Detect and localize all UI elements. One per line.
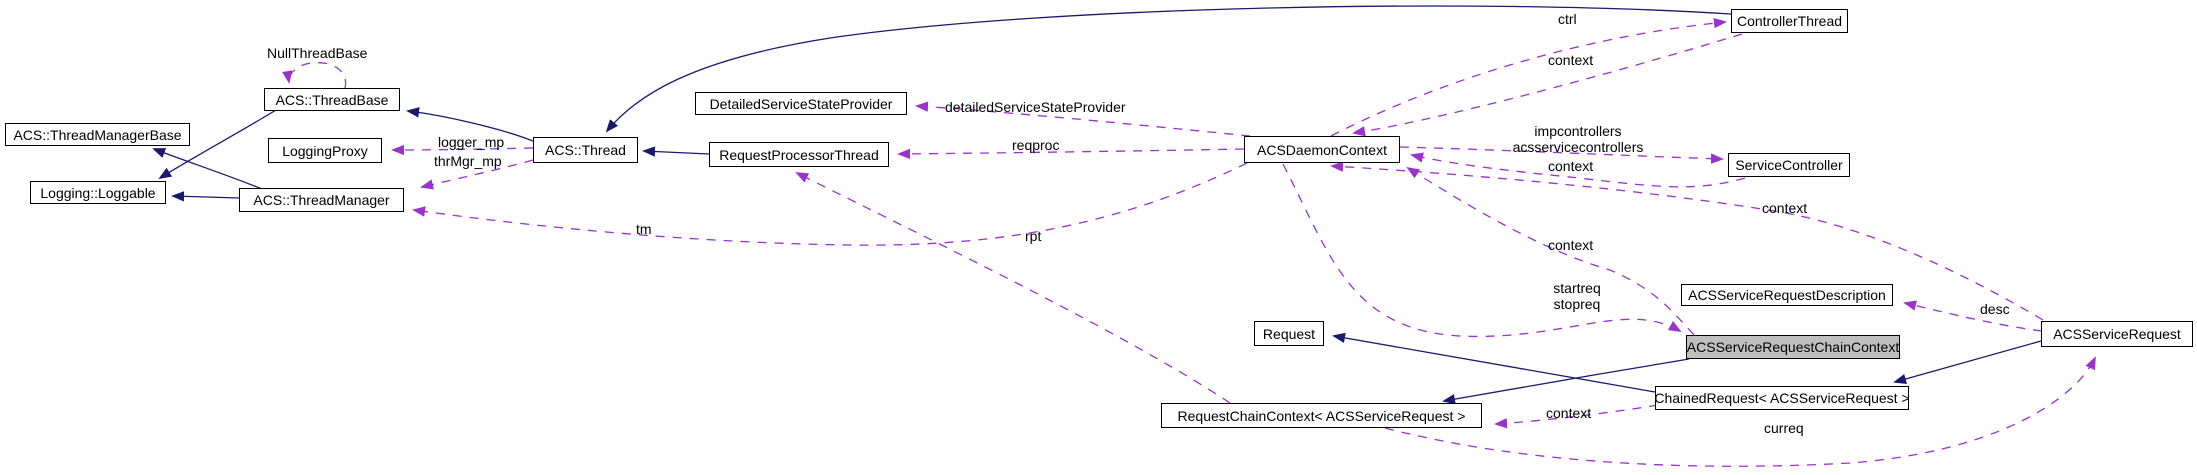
edge-nullthreadbase-selfloop [282,61,347,89]
edge-curreq [1384,356,2096,467]
edge-reqproc [897,148,1245,160]
edge-label-line: impcontrollers [1534,123,1622,139]
edge-label-logger-mp: logger_mp [438,134,505,150]
node-logging-loggable[interactable]: Logging::Loggable [30,181,166,204]
node-acs-service-request-chain-context[interactable]: ACSServiceRequestChainContext [1686,335,1900,359]
edge-context-chainedrequest [1494,404,1659,429]
node-request[interactable]: Request [1254,321,1324,346]
edge-label-rpt: rpt [1025,228,1042,244]
edge-detailedservicestateprovider [915,101,1251,137]
node-logging-proxy[interactable]: LoggingProxy [268,138,382,163]
edge-label-nullthreadbase: NullThreadBase [267,45,368,61]
node-acs-thread-manager-base[interactable]: ACS::ThreadManagerBase [5,123,190,146]
edge-chainedrequest-to-request [1332,332,1656,393]
node-controller-thread[interactable]: ControllerThread [1731,9,1848,33]
node-service-controller[interactable]: ServiceController [1728,153,1850,177]
edge-controllerthread-to-acsthread [605,5,1732,133]
edge-ctrl [1330,17,1727,137]
edge-acsthread-to-threadbase [406,107,534,142]
edge-label-context-chainedrequest: context [1546,405,1592,421]
edge-thrmgr-mp [420,159,534,190]
edge-context-acsservicerequest [1330,161,2044,321]
edge-logger-mp [391,144,534,156]
edge-label-line: acsservicecontrollers [1512,138,1644,155]
edge-threadbase-to-loggable [158,109,277,180]
node-chained-request[interactable]: ChainedRequest< ACSServiceRequest > [1654,386,1910,410]
edge-label-context-servicecontroller: context [1548,158,1594,174]
edge-label-line: startreq [1553,280,1601,296]
node-acs-thread[interactable]: ACS::Thread [533,137,638,163]
edge-threadmanager-to-threadmanagerbase [152,148,263,190]
edge-label-detailedservicestateprovider: detailedServiceStateProvider [945,99,1126,115]
node-detailed-service-state-provider[interactable]: DetailedServiceStateProvider [695,92,907,115]
edge-desc [1903,300,2043,332]
edge-label-tm: tm [636,221,652,237]
edge-label-desc: desc [1980,301,2010,317]
edge-requestprocessorthread-to-acsthread [642,146,710,157]
node-acs-service-request-description[interactable]: ACSServiceRequestDescription [1681,284,1893,306]
edge-rpt [795,172,1231,404]
node-acs-thread-base[interactable]: ACS::ThreadBase [264,88,400,111]
node-acs-thread-manager[interactable]: ACS::ThreadManager [239,188,404,212]
edge-label-thrmgr-mp: thrMgr_mp [434,153,502,169]
edge-threadmanager-to-loggable [171,191,240,202]
edge-label-context-chaincontext: context [1548,237,1594,253]
edge-label-ctrl: ctrl [1558,11,1577,27]
node-request-chain-context[interactable]: RequestChainContext< ACSServiceRequest > [1161,403,1482,428]
edge-context-chaincontext [1406,166,1695,336]
edge-acsservicerequest-to-chainedrequest [1893,340,2042,385]
edge-acsservicerequestchaincontext-to-requestchaincontext [1442,358,1690,405]
node-request-processor-thread[interactable]: RequestProcessorThread [709,142,889,167]
node-acs-service-request[interactable]: ACSServiceRequest [2041,321,2193,347]
edge-label-reqproc: reqproc [1012,137,1060,153]
edge-startreq-stopreq [1282,163,1682,338]
edge-label-context-controllerthread: context [1548,52,1594,68]
edge-label-context-acsservicerequest: context [1762,200,1808,216]
edge-tm [412,162,1248,246]
node-acs-daemon-context[interactable]: ACSDaemonContext [1244,136,1400,163]
edge-label-line: stopreq [1553,295,1601,312]
edge-context-controllerthread [1352,33,1743,137]
edge-label-curreq: curreq [1764,420,1804,436]
